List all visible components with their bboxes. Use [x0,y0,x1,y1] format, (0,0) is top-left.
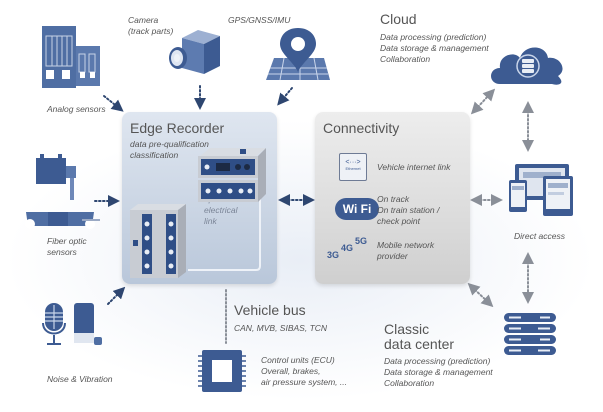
data-center-line3: Collaboration [384,378,435,388]
microphone-icon [42,303,66,345]
edge-subtitle-line1: data pre-qualification [130,139,209,149]
vehicle-bus-protocols: CAN, MVB, SIBAS, TCN [234,323,328,333]
wifi-line2: On train station / [377,205,440,215]
arrow-gps-to-edge [277,87,293,106]
cloud-line2: Data storage & management [380,43,489,53]
wifi-icon: Wi Fi [335,198,379,220]
camera-label-line1: Camera [128,15,159,25]
camera-icon [169,30,220,74]
link-cable [188,190,261,271]
arrow-noise-to-edge [107,286,126,305]
connectivity-item-mobile: Mobile network provider [377,240,434,262]
analog-sensors-label: Analog sensors [47,104,106,114]
connectivity-item-ethernet: Vehicle internet link [377,162,450,173]
fiber-optic-sensor-icon [25,154,100,229]
cloud-description: Data processing (prediction) Data storag… [380,32,489,65]
camera-label: Camera (track parts) [128,15,173,37]
arrow-connectivity-cloud [470,88,496,115]
mobile-line1: Mobile network [377,240,435,250]
mobile-line2: provider [377,251,408,261]
mobile-network-icon: 3G 4G 5G [327,236,375,260]
wifi-line1: On track [377,194,410,204]
data-center-title: Classic data center [384,322,454,352]
ethernet-line1: Vehicle internet link [377,162,451,172]
ethernet-glyph: <···> [345,159,361,166]
data-center-line1: Data processing (prediction) [384,356,491,366]
strain-gauge-icon [42,26,100,88]
edge-subtitle-line2: classification [130,150,179,160]
link-label-line2: electrical [204,205,238,215]
fiber-optic-label-line1: Fiber optic [47,236,87,246]
ecu-chip-icon [198,350,246,392]
cloud-title: Cloud [380,11,417,27]
connectivity-panel: Connectivity <···> Ethernet Vehicle inte… [315,112,470,284]
cloud-line1: Data processing (prediction) [380,32,487,42]
ecu-line3: air pressure system, ... [261,377,347,387]
data-acquisition-module-icon [198,148,266,202]
cloud-database-icon [491,47,563,85]
devices-icon [509,164,573,216]
4g-icon-text: 4G [341,243,354,253]
gps-label: GPS/GNSS/IMU [228,15,291,25]
data-center-description: Data processing (prediction) Data storag… [384,356,493,389]
data-center-title-line2: data center [384,336,455,352]
arrow-connectivity-datacenter [467,282,494,308]
connectivity-title: Connectivity [323,120,400,136]
ethernet-icon: <···> Ethernet [339,153,367,181]
edge-recorder-panel: Edge Recorder data pre-qualification cla… [122,112,277,284]
server-rack-icon [504,313,556,355]
edge-recorder-title: Edge Recorder [130,120,225,136]
arrow-analog-to-edge [103,95,124,112]
ethernet-icon-text: Ethernet [345,166,361,171]
cloud-line3: Collaboration [380,54,431,64]
camera-label-line2: (track parts) [128,26,174,36]
wifi-line3: check point [377,216,420,226]
fiber-optic-label: Fiber optic sensors [47,236,87,258]
edge-recorder-subtitle: data pre-qualification classification [130,139,209,161]
ecu-line1: Control units (ECU) [261,355,335,365]
vibration-sensor-icon [74,303,102,345]
fiber-optic-label-line2: sensors [47,247,77,257]
5g-icon-text: 5G [355,236,368,246]
data-center-title-line1: Classic [384,321,430,337]
modular-amplifier-icon [130,204,186,278]
data-center-line2: Data storage & management [384,367,493,377]
3g-icon-text: 3G [327,250,340,260]
link-label-line3: link [204,216,217,226]
vehicle-bus-title: Vehicle bus [234,302,306,318]
connectivity-item-wifi: On track On train station / check point [377,194,439,227]
map-pin-icon [266,28,330,81]
direct-access-label: Direct access [514,231,566,241]
ecu-line2: Overall, brakes, [261,366,321,376]
noise-vibration-label: Noise & Vibration [47,374,113,384]
ecu-description: Control units (ECU) Overall, brakes, air… [261,355,347,388]
